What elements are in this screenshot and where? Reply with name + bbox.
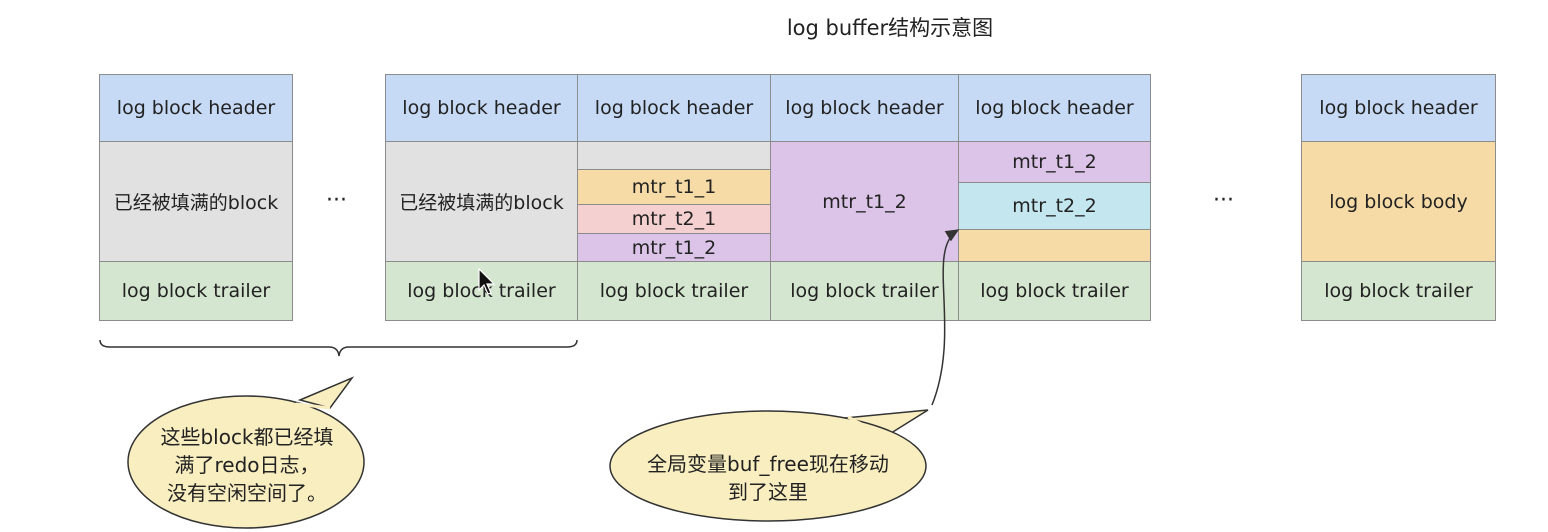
callout-buf-free-line-2: 到了这里 bbox=[728, 480, 808, 504]
callout-ellipse-buf-free bbox=[609, 410, 927, 522]
block5-trailer: log block trailer bbox=[958, 261, 1151, 321]
callout-bubble-filled bbox=[297, 376, 355, 409]
block3-trailer: log block trailer bbox=[577, 261, 771, 321]
brace bbox=[99, 339, 578, 357]
block6-trailer: log block trailer bbox=[1301, 261, 1496, 321]
block1-body-filled: 已经被填满的block bbox=[99, 141, 293, 262]
callout-text-buf-free: 全局变量buf_free现在移动 到了这里 bbox=[618, 450, 918, 506]
ellipsis-left: ··· bbox=[326, 188, 347, 213]
callout-filled-line-3: 没有空闲空间了。 bbox=[167, 481, 327, 505]
callout-filled-line-1: 这些block都已经填 bbox=[160, 425, 334, 449]
block2-body-filled: 已经被填满的block bbox=[385, 141, 578, 262]
block3-mtr-t1-2: mtr_t1_2 bbox=[577, 233, 771, 262]
block6-header: log block header bbox=[1301, 74, 1496, 142]
callout-ellipse-filled bbox=[127, 395, 365, 529]
block3-mtr-t2-1: mtr_t2_1 bbox=[577, 204, 771, 234]
callout-buf-free-line-1: 全局变量buf_free现在移动 bbox=[647, 452, 889, 476]
block4-mtr-t1-2: mtr_t1_2 bbox=[770, 141, 959, 262]
mouse-cursor-icon bbox=[478, 268, 496, 295]
callout-text-filled: 这些block都已经填 满了redo日志， 没有空闲空间了。 bbox=[140, 423, 354, 507]
block1-header: log block header bbox=[99, 74, 293, 142]
block4-trailer: log block trailer bbox=[770, 261, 959, 321]
block3-header: log block header bbox=[577, 74, 771, 142]
block5-header: log block header bbox=[958, 74, 1151, 142]
block3-mtr-t1-1: mtr_t1_1 bbox=[577, 169, 771, 205]
ellipsis-right: ··· bbox=[1213, 188, 1234, 213]
block6-body: log block body bbox=[1301, 141, 1496, 262]
diagram-title: log buffer结构示意图 bbox=[786, 16, 994, 40]
block4-header: log block header bbox=[770, 74, 959, 142]
callout-filled-line-2: 满了redo日志， bbox=[174, 453, 320, 477]
buf-free-arrow bbox=[931, 229, 960, 406]
block2-trailer: log block trailer bbox=[385, 261, 578, 321]
block2-header: log block header bbox=[385, 74, 578, 142]
block1-trailer: log block trailer bbox=[99, 261, 293, 321]
